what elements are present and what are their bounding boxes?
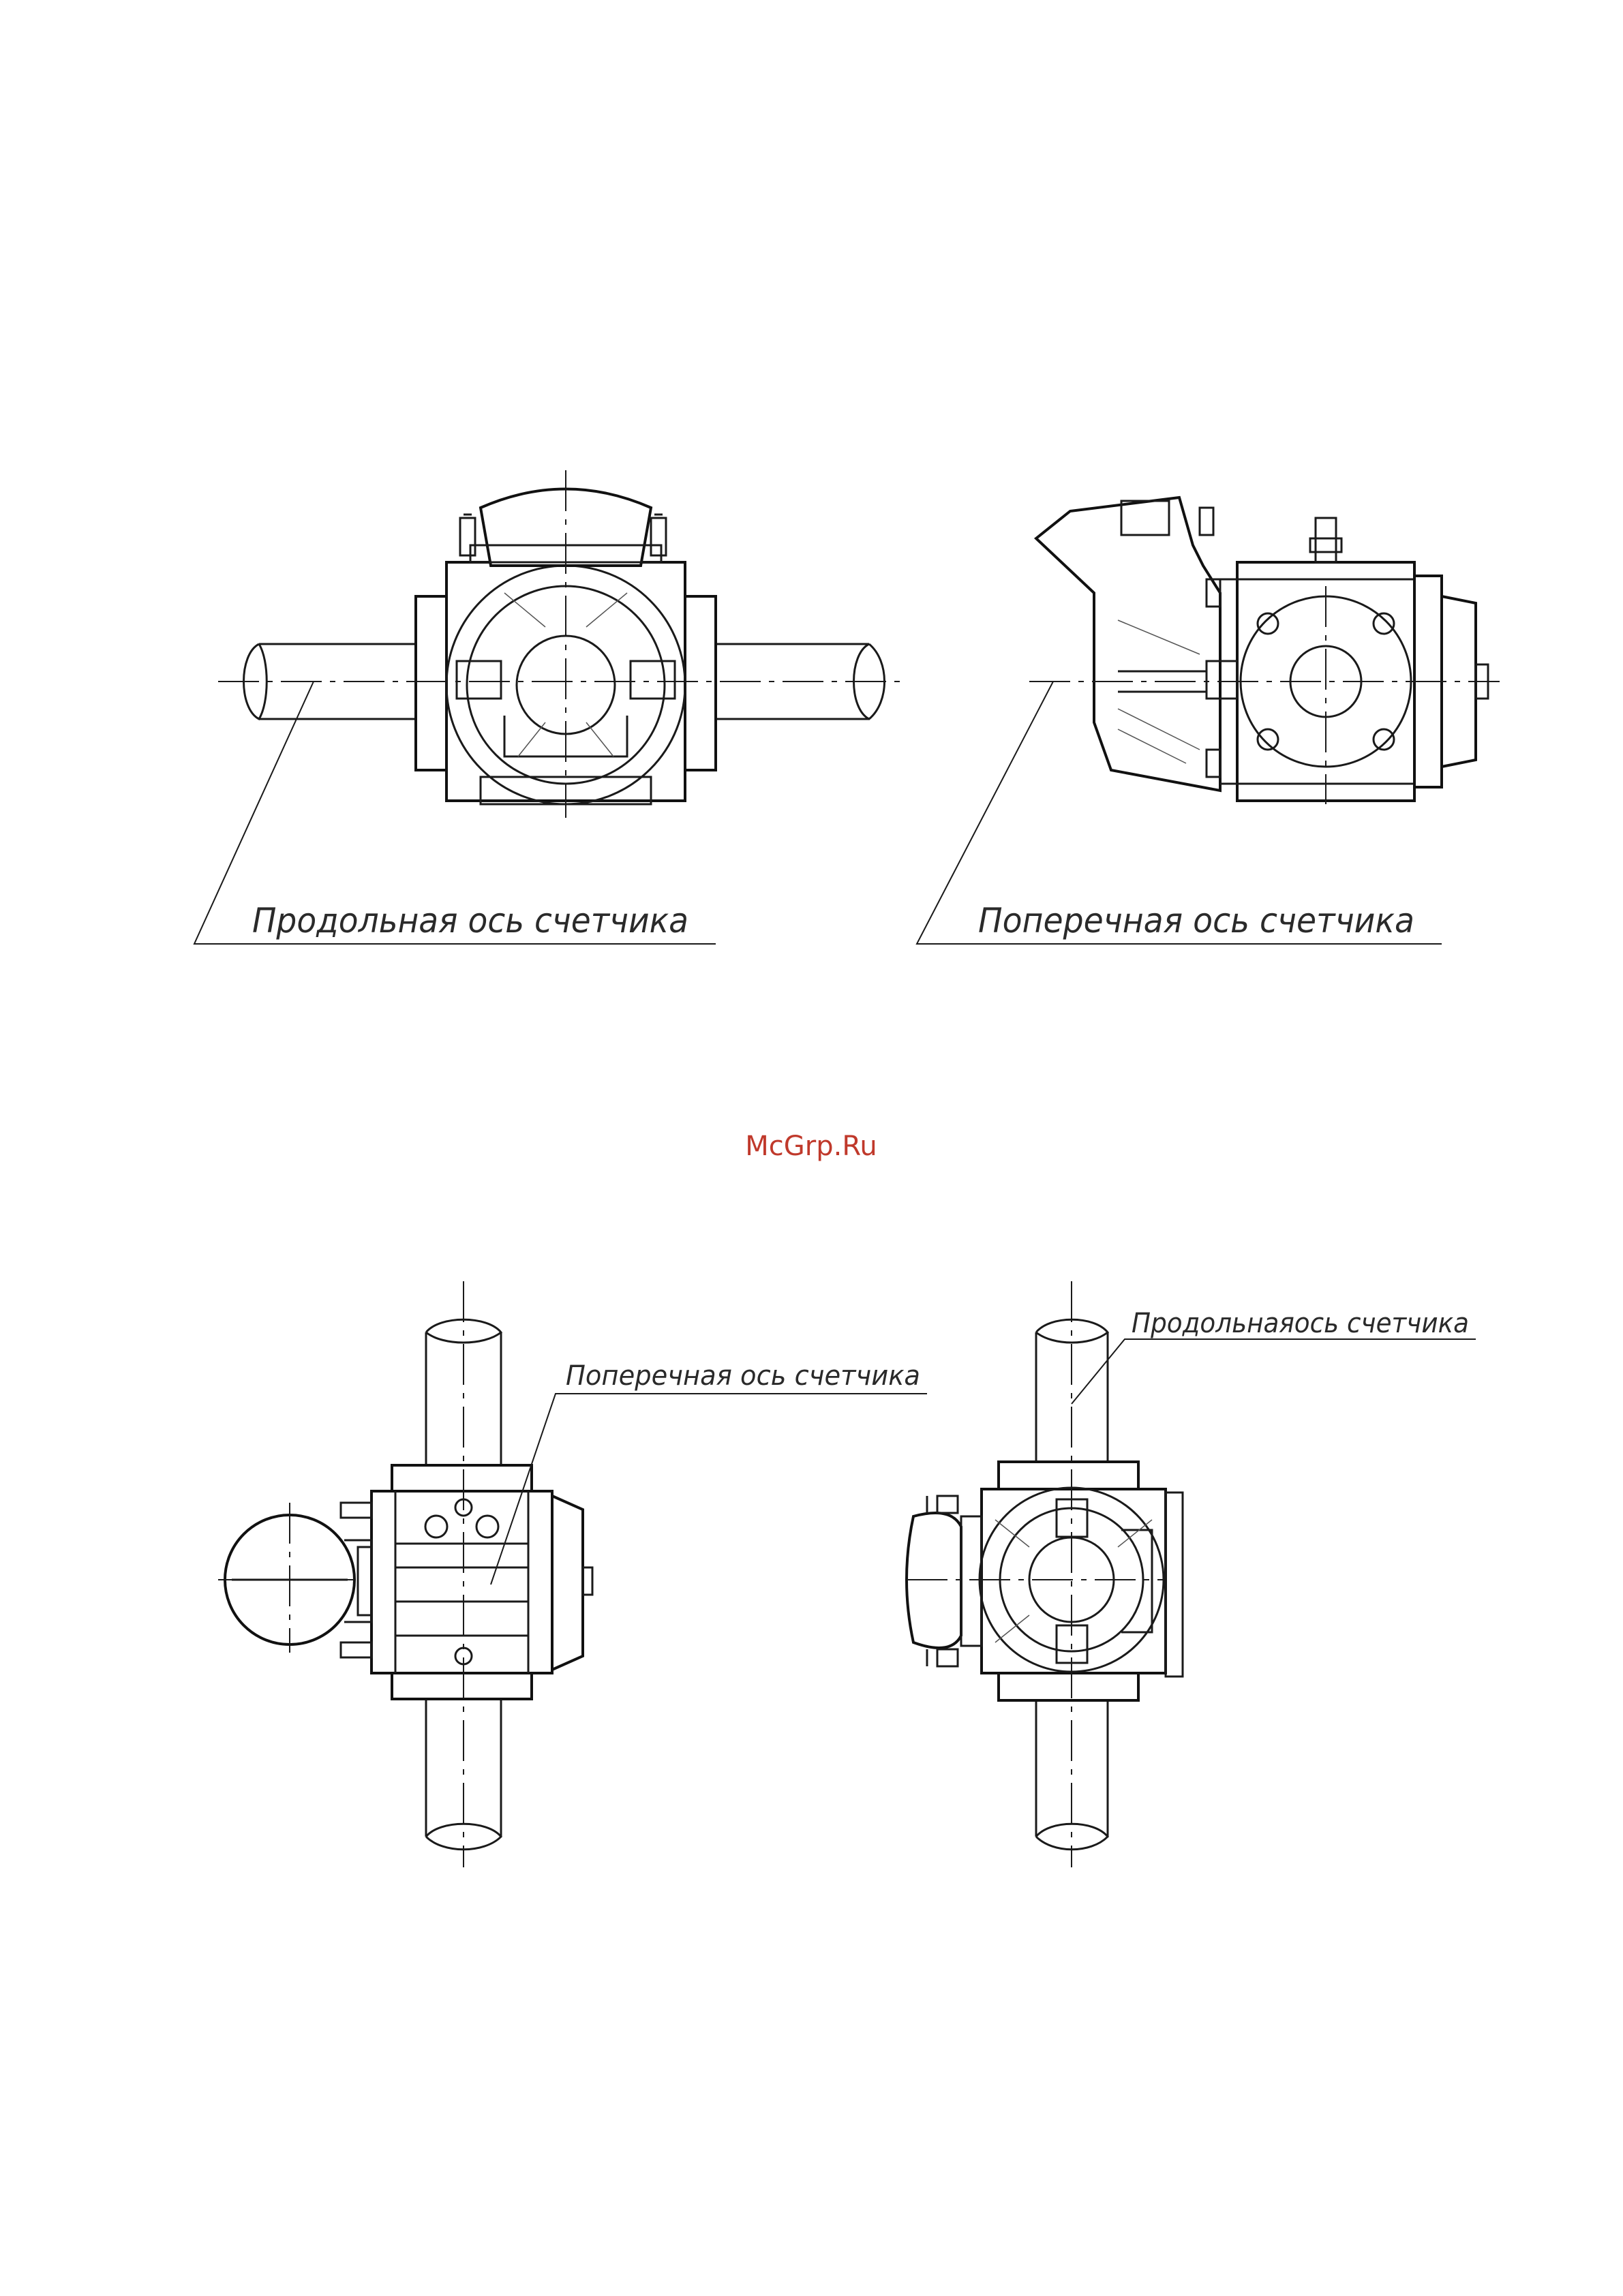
label-longitudinal-axis-bottom: Продольнаяось счетчика bbox=[1132, 1308, 1469, 1339]
watermark-text: McGrp.Ru bbox=[745, 1131, 877, 1162]
label-longitudinal-axis-top: Продольная ось счетчика bbox=[252, 901, 688, 940]
view-top-right-horizontal-side bbox=[917, 498, 1500, 944]
view-top-left-horizontal-front bbox=[194, 470, 907, 944]
label-transverse-axis-bottom: Поперечная ось счетчика bbox=[566, 1360, 920, 1392]
view-bottom-right-vertical-front bbox=[907, 1281, 1476, 1867]
label-transverse-axis-top: Поперечная ось счетчика bbox=[978, 901, 1414, 940]
